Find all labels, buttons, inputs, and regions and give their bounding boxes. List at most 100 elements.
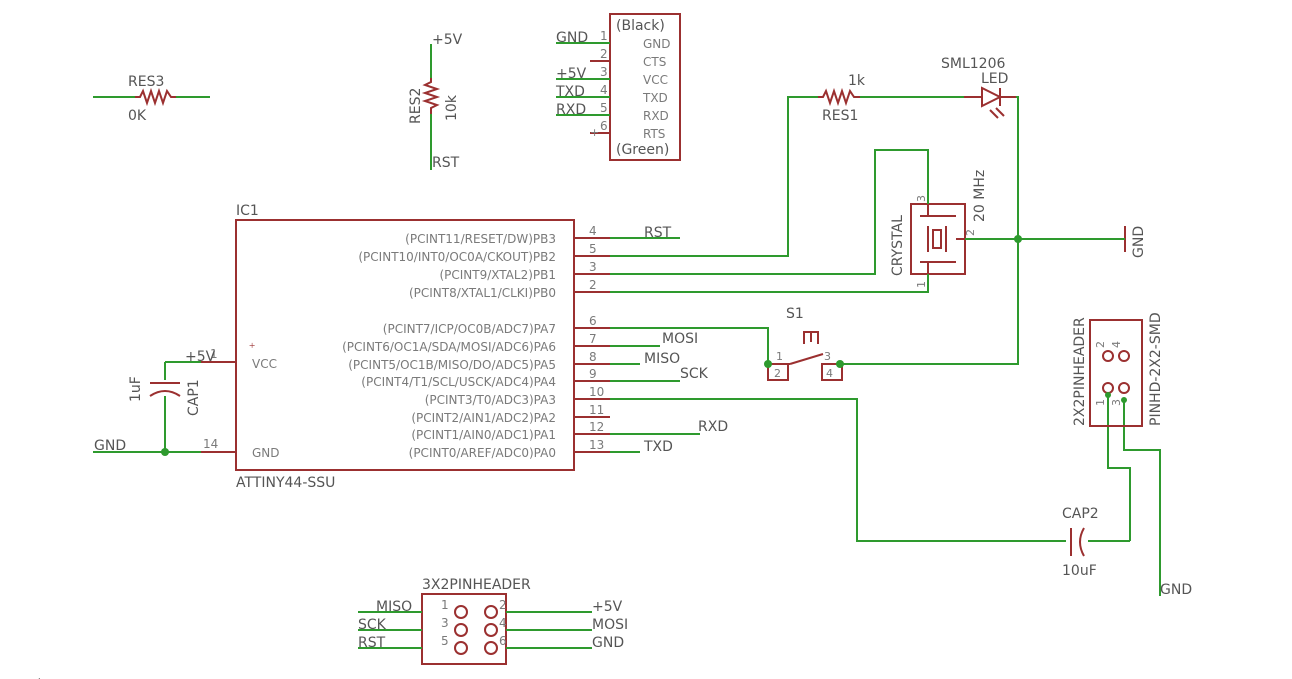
gnd-symbol-right: GND bbox=[1124, 226, 1147, 258]
res2-top-net: +5V bbox=[432, 32, 463, 48]
cap2-name: CAP2 bbox=[1062, 506, 1099, 522]
ftdi-pin-number: 4 bbox=[600, 83, 608, 97]
ic1-plus-mark: + bbox=[249, 340, 255, 352]
ic1-pin-number: 7 bbox=[589, 332, 597, 346]
ftdi-pin-name: CTS bbox=[643, 55, 666, 69]
header3x2-left-pin: 3 bbox=[441, 616, 449, 630]
ic1-pin-name: (PCINT8/XTAL1/CLKI)PB0 bbox=[409, 286, 556, 300]
crystal-pin-3: 3 bbox=[915, 195, 928, 202]
header2x2-pin-2: 2 bbox=[1094, 341, 1107, 348]
res3-resistor[interactable]: RES3 0K bbox=[93, 74, 210, 124]
ic1-pin-number: 10 bbox=[589, 385, 604, 399]
ic1-net-label: MISO bbox=[644, 351, 680, 367]
header3x2-pad bbox=[454, 623, 468, 637]
cap1-capacitor[interactable]: +5V 1uF CAP1 bbox=[128, 349, 216, 452]
ic1-pin-number: 13 bbox=[589, 438, 604, 452]
res2-bottom-net: RST bbox=[432, 155, 460, 171]
ftdi-net-label: RXD bbox=[556, 102, 586, 118]
header2x2-package: PINHD-2X2-SMD bbox=[1148, 312, 1164, 426]
header3x2-name: 3X2PINHEADER bbox=[422, 577, 531, 593]
stray-mark: . bbox=[38, 672, 41, 679]
cap2-value: 10uF bbox=[1062, 563, 1097, 579]
header-2x2[interactable]: 2 4 1 3 2X2PINHEADER PINHD-2X2-SMD bbox=[1072, 312, 1164, 427]
ftdi-bottom-label: (Green) bbox=[616, 142, 669, 158]
header2x2-pin-1: 1 bbox=[1094, 399, 1107, 406]
ic1-net-label: RST bbox=[644, 225, 672, 241]
cap1-name: CAP1 bbox=[186, 379, 202, 416]
res2-resistor[interactable]: +5V RST RES2 10k bbox=[408, 32, 463, 171]
crystal-pin-2: 2 bbox=[964, 229, 977, 236]
led-value: SML1206 bbox=[941, 56, 1005, 72]
crystal-pin-1: 1 bbox=[915, 281, 928, 288]
led-name: LED bbox=[981, 71, 1008, 87]
s1-pin-1: 1 bbox=[776, 350, 783, 363]
s1-pin-4: 4 bbox=[826, 367, 833, 380]
ftdi-pin-number: 6 bbox=[600, 119, 608, 133]
led-diode[interactable]: SML1206 LED bbox=[941, 56, 1016, 119]
res1-name: RES1 bbox=[822, 108, 858, 124]
cap2-capacitor[interactable]: CAP2 10uF bbox=[1062, 506, 1099, 579]
ic1-net-label: SCK bbox=[680, 366, 709, 382]
header2x2-pin-4: 4 bbox=[1110, 341, 1123, 348]
header3x2-pad bbox=[484, 605, 498, 619]
header2x2-name: 2X2PINHEADER bbox=[1072, 317, 1088, 426]
ftdi-pin-number: 2 bbox=[600, 47, 608, 61]
header3x2-pad bbox=[484, 623, 498, 637]
ic1-name: IC1 bbox=[236, 203, 259, 219]
ic1-pin-number: 4 bbox=[589, 224, 597, 238]
header3x2-left-net: RST bbox=[358, 635, 386, 651]
ic1-pin-name: (PCINT2/AIN1/ADC2)PA2 bbox=[411, 411, 556, 425]
crystal-value: 20 MHz bbox=[972, 170, 988, 222]
header3x2-right-pin: 4 bbox=[499, 616, 507, 630]
ic1-gnd-label: GND bbox=[252, 446, 280, 460]
ic1-pin-name: (PCINT11/RESET/DW)PB3 bbox=[405, 232, 556, 246]
s1-switch[interactable]: S1 1 2 3 4 bbox=[764, 306, 844, 381]
ic1-part: ATTINY44-SSU bbox=[236, 475, 335, 491]
gnd-right-label: GND bbox=[1131, 226, 1147, 258]
header3x2-left-pin: 5 bbox=[441, 634, 449, 648]
ic1-pin-name: (PCINT7/ICP/OC0B/ADC7)PA7 bbox=[383, 322, 556, 336]
ic1-pin-number: 11 bbox=[589, 403, 604, 417]
ftdi-pin-name: GND bbox=[643, 37, 671, 51]
ic1-pin-number: 3 bbox=[589, 260, 597, 274]
crystal-name: CRYSTAL bbox=[890, 215, 906, 276]
res3-value: 0K bbox=[128, 108, 147, 124]
res1-value: 1k bbox=[848, 73, 866, 89]
header3x2-left-net: MISO bbox=[376, 599, 412, 615]
ic1-attiny44[interactable]: IC1 ATTINY44-SSU VCC GND + 1 14 4 (PCINT1… bbox=[201, 203, 728, 491]
cap1-net: +5V bbox=[185, 349, 216, 365]
ic1-pin-name: (PCINT4/T1/SCL/USCK/ADC4)PA4 bbox=[361, 375, 556, 389]
ftdi-pin-name: TXD bbox=[642, 91, 668, 105]
ic1-gnd-pin: 14 bbox=[203, 437, 218, 451]
ic1-pin-number: 12 bbox=[589, 420, 604, 434]
crystal-resonator[interactable]: 3 2 1 CRYSTAL 20 MHz bbox=[890, 170, 988, 288]
res2-name: RES2 bbox=[408, 88, 424, 124]
ftdi-net-label: TXD bbox=[555, 84, 585, 100]
ic1-vcc-pin: 1 bbox=[210, 347, 218, 361]
header2x2-pin-3: 3 bbox=[1110, 399, 1123, 406]
ic1-pin-name: (PCINT9/XTAL2)PB1 bbox=[439, 268, 556, 282]
ic1-pin-name: (PCINT3/T0/ADC3)PA3 bbox=[425, 393, 556, 407]
ftdi-net-label: GND bbox=[556, 30, 588, 46]
ftdi-pin-name: RTS bbox=[643, 127, 665, 141]
s1-pin-3: 3 bbox=[824, 350, 831, 363]
ic1-pin-name: (PCINT0/AREF/ADC0)PA0 bbox=[409, 446, 556, 460]
s1-name: S1 bbox=[786, 306, 804, 322]
ic1-vcc-label: VCC bbox=[252, 357, 277, 371]
res1-resistor[interactable]: 1k RES1 bbox=[818, 73, 866, 124]
ic1-pin-number: 9 bbox=[589, 367, 597, 381]
gnd-bottom-label: GND bbox=[1160, 582, 1192, 598]
ic1-pin-number: 2 bbox=[589, 278, 597, 292]
header3x2-right-pin: 6 bbox=[499, 634, 507, 648]
ftdi-top-label: (Black) bbox=[616, 18, 665, 34]
ftdi-header[interactable]: (Black) (Green) 1GNDGND2CTS3VCC+5V4TXDTX… bbox=[555, 13, 681, 161]
ic1-pin-number: 8 bbox=[589, 350, 597, 364]
ic1-net-label: RXD bbox=[698, 419, 728, 435]
ic1-pin-number: 5 bbox=[589, 242, 597, 256]
header3x2-right-net: GND bbox=[592, 635, 624, 651]
